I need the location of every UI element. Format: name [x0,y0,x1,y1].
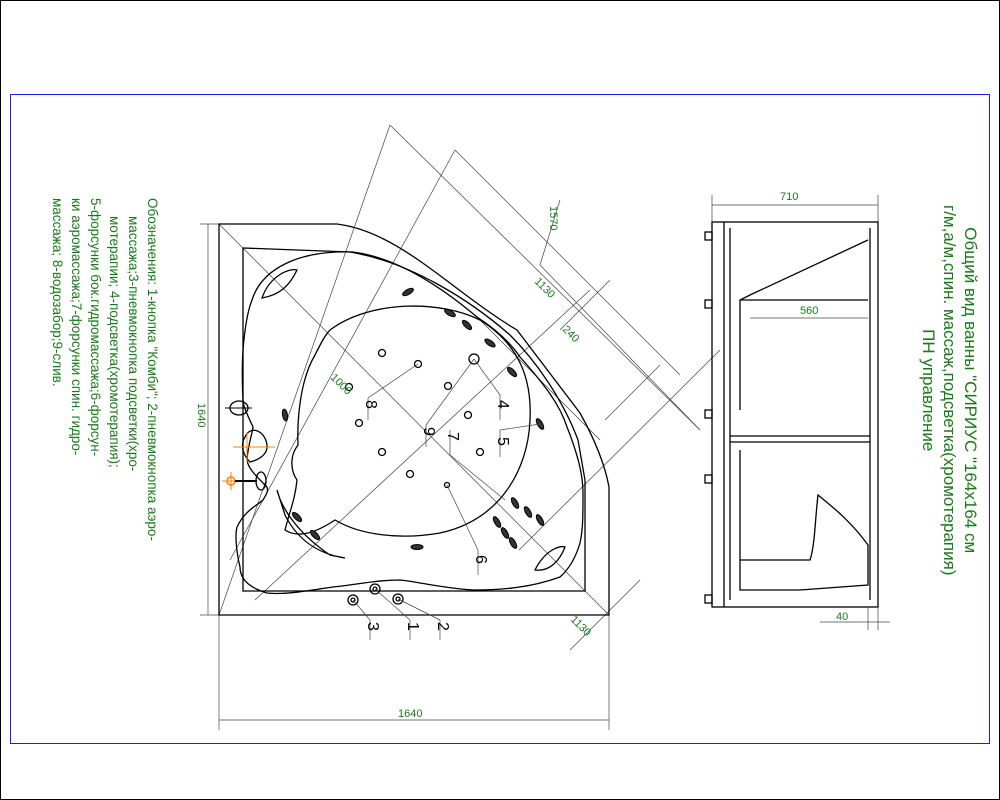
jet-icon [443,381,453,391]
drain-fixtures [222,400,275,491]
side-jet-icon [535,514,545,526]
legend-line-1: Обозначения: 1-кнопка "Комби"; 2-пневмок… [145,198,160,541]
side-jet-icon [309,529,321,541]
side-jet-icon [291,511,303,523]
dim-1000: 1000 [328,372,354,398]
title-line-2: г/м,а/м,спин. массаж,подсветка(хромотера… [940,205,959,576]
side-jet-icon [484,338,496,348]
side-jet-icon [461,319,473,331]
side-view: 710 560 40 [704,191,890,630]
title-line-1: Общий вид ванны "СИРИУС "164x164 см [961,227,980,554]
callout-5: 5 [494,437,511,446]
construction-lines [200,124,721,730]
armrest-channel [276,489,346,559]
legend-line-2: массажа;3-пневмокнопка подсветки(хро- [126,216,141,472]
headrest-right [534,545,566,571]
legend-line-4: 5-форсунки бок.гидромассажа;6-форсун- [88,198,103,457]
dim-710: 710 [780,191,798,203]
side-jet-icon [410,544,424,550]
dim-1130-front: 1130 [532,276,557,301]
side-jet-icon [444,308,456,318]
legend-line-5: ки аэромассажа;7-форсунки спин. гидро- [69,198,84,456]
callout-9: 9 [420,427,437,436]
callout-4: 4 [494,400,511,409]
bath-outer-contour [218,223,610,616]
drawing-title: Общий вид ванны "СИРИУС "164x164 см г/м,… [918,205,981,576]
side-jet-icon [500,527,510,539]
light-icon [468,353,480,365]
seat-contour [284,305,531,537]
dim-1130-side: 1130 [568,614,593,639]
jet-icon [344,382,354,392]
side-jet-icon [506,366,518,378]
aero-jet-icon [443,481,451,489]
side-jets [281,287,545,550]
drawing-frame [10,94,990,744]
jet-icon [354,418,364,428]
jet-icon [475,447,485,457]
side-jet-icon [523,506,533,518]
callout-8: 8 [362,400,379,409]
callout-6: 6 [472,555,489,564]
callout-leaders [352,358,541,640]
title-line-3: ПН управление [919,329,938,452]
bath-bowl-contour [235,251,584,595]
jet-icon [377,447,387,457]
dim-width: 1640 [398,708,422,720]
legend: Обозначения: 1-кнопка "Комби"; 2-пневмок… [48,198,162,541]
dim-1570: 1570 [547,206,559,230]
callout-numbers: 1 2 3 4 5 6 7 8 9 [362,400,511,631]
callout-1: 1 [404,622,421,631]
jet-icon [377,348,387,358]
legend-line-3: мотерапии; 4-подсветка(хромотерапия); [107,216,122,468]
headrest-left [261,269,298,299]
side-jet-icon [508,537,518,549]
side-jet-icon [281,408,289,422]
side-jet-icon [492,516,502,528]
control-buttons[interactable] [347,583,404,606]
jet-icon [463,410,473,420]
dim-40: 40 [836,611,848,623]
legend-line-6: массажа; 8-водозабор;9-слив. [50,198,65,387]
dim-560: 560 [800,305,818,317]
callout-3: 3 [364,622,381,631]
jet-icon [405,469,415,479]
side-jet-icon [510,497,520,509]
callout-7: 7 [444,432,461,441]
side-jet-icon [402,287,414,297]
callout-2: 2 [434,622,451,631]
back-jets [344,348,485,479]
dim-height: 1640 [195,403,207,427]
jet-icon [413,359,423,369]
